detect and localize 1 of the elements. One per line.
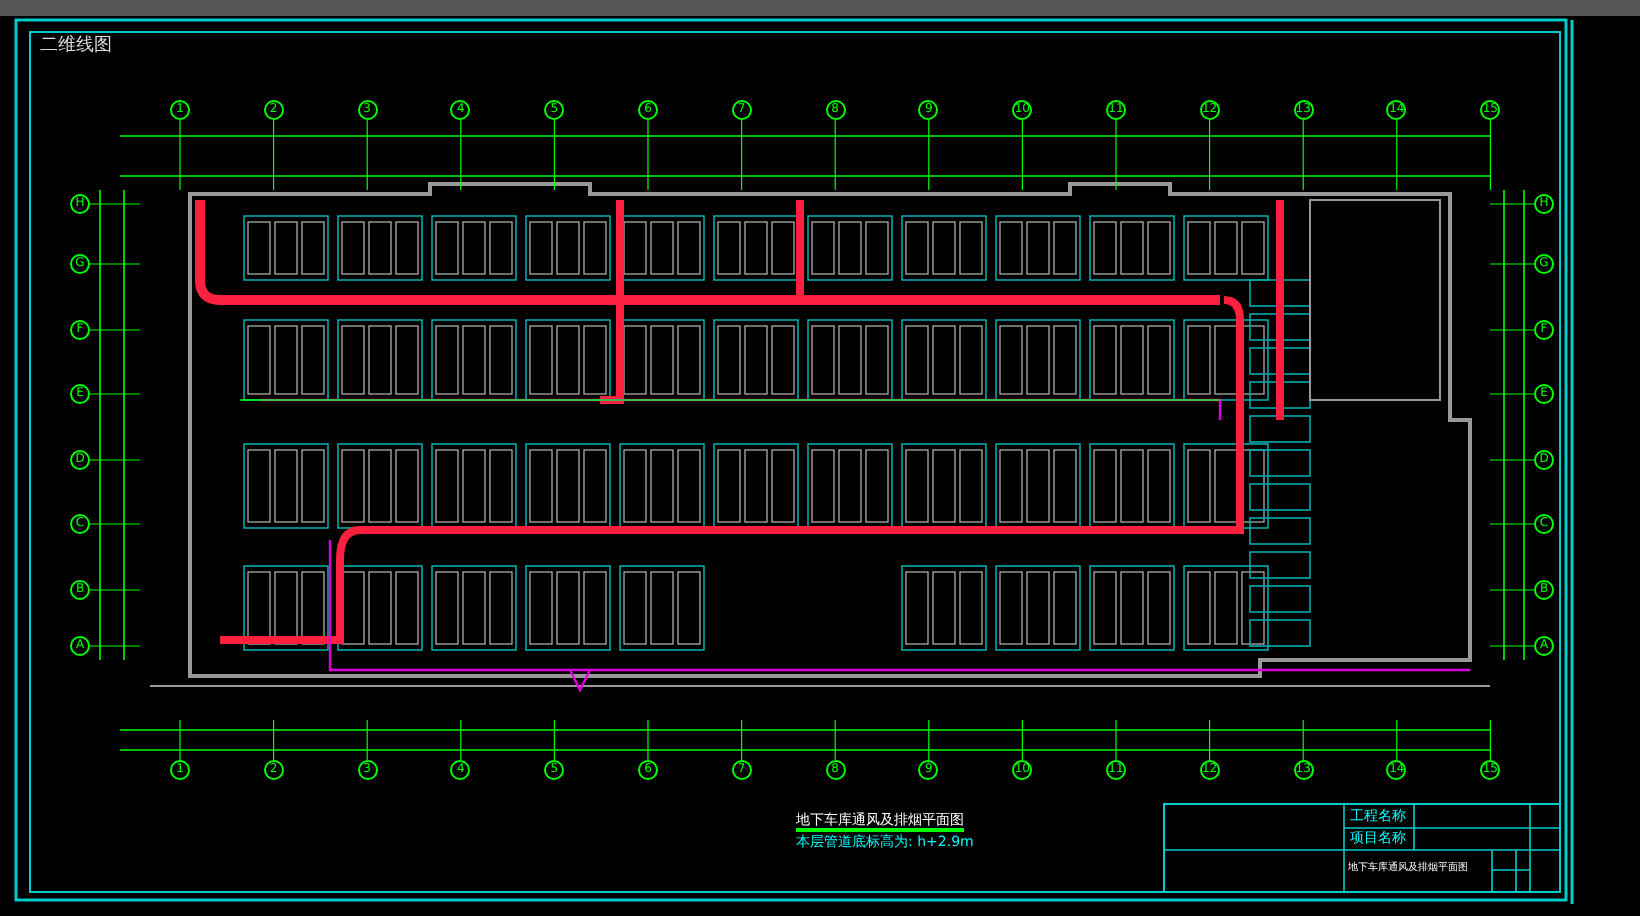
tab-title: 二维线图 — [40, 38, 112, 56]
